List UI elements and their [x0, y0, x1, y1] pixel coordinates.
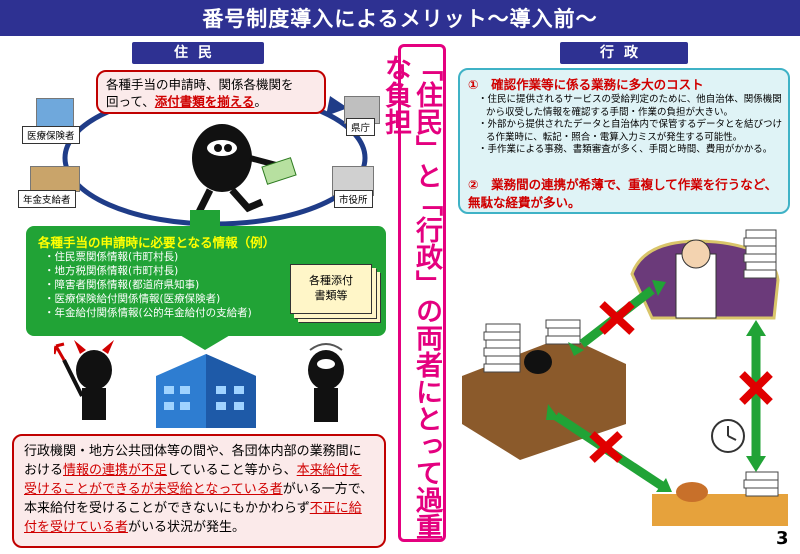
government-bullet: ・手作業による事務、書類審査が多く、手間と時間、費用がかかる。 [478, 144, 773, 155]
building-label-prefecture: 県庁 [346, 118, 376, 136]
residents-note-line2: 回って、添付書類を揃える。 [106, 93, 316, 110]
page-number: 3 [776, 528, 789, 549]
note-prefix: 回って、 [106, 94, 155, 109]
note-emphasis: 添付書類を揃える [154, 94, 255, 109]
info-item: ・医療保険給付関係情報(医療保険者) [44, 293, 221, 305]
bottom-desk-icon [652, 494, 788, 526]
hospital-building-icon [36, 98, 74, 130]
residents-header: 住民 [132, 42, 264, 64]
worried-person-icon [308, 343, 344, 422]
center-banner [398, 44, 446, 542]
pension-building-icon [30, 166, 80, 192]
docs-line2: 書類等 [314, 289, 348, 302]
info-item: ・住民票関係情報(市町村長) [44, 251, 179, 263]
running-resident-icon [192, 124, 297, 222]
government-point-2: ② 業務間の連携が希薄で、重複して作業を行うなど、無駄な経費が多い。 [468, 177, 778, 210]
bottom-emphasis-3: 不正に給付を受けている者 [24, 501, 362, 535]
docs-line1: 各種添付 [309, 274, 353, 287]
bottom-emphasis-1: 情報の連携が不足 [63, 463, 168, 478]
bottom-document-stack-icon [743, 471, 779, 497]
bottom-text-4: がいる一方で、本来給付を受けることができないにもかかわらず [24, 482, 374, 516]
residents-note-line1: 各種手当の申請時、関係各機関を [106, 77, 294, 92]
bottom-text-3: していること等から、 [167, 463, 297, 478]
page-title: 番号制度導入によるメリット～導入前～ [202, 7, 598, 31]
office-building-icon [156, 354, 256, 428]
building-label-insurer: 医療保険者 [22, 126, 80, 144]
tired-worker-icon [524, 350, 552, 374]
residents-note: 各種手当の申請時、関係各機関を 回って、添付書類を揃える。 [96, 70, 326, 114]
government-bullet: ・外部から提供されたデータと自治体内で保管するデータとを結びつける作業時に、転記… [478, 119, 783, 143]
problem-description: 行政機関・地方公共団体等の間や、各団体内部の業務間における情報の連携が不足してい… [12, 434, 386, 548]
attached-documents: 各種添付 書類等 [290, 264, 372, 314]
bottom-text-2: おける [24, 463, 64, 478]
devil-icon [54, 340, 114, 420]
required-info-title: 各種手当の申請時に必要となる情報（例） [38, 235, 276, 250]
required-info-list: ・住民票関係情報(市町村長) ・地方税関係情報(市町村長) ・障害者関係情報(都… [44, 250, 252, 320]
note-suffix: 。 [254, 94, 267, 109]
info-item: ・障害者関係情報(都道府県知事) [44, 279, 200, 291]
building-label-pension: 年金支給者 [18, 190, 76, 208]
bottom-text-1: 行政機関・地方公共団体等の間や、各団体内部の業務間に [24, 444, 362, 459]
exhausted-worker-icon [676, 482, 708, 502]
bottom-emphasis-2: 本来給付を受けることができるが未受給となっている者 [24, 463, 362, 497]
building-label-cityhall: 市役所 [334, 190, 373, 208]
government-issues-box [458, 68, 790, 214]
document-stack-icon [743, 229, 777, 279]
left-document-stack-icon [483, 319, 581, 373]
government-bullets: ・住民に提供されるサービスの受給判定のために、他自治体、関係機関から収受した情報… [478, 94, 784, 157]
title-bar [0, 0, 800, 36]
overworked-offices-illustration [462, 229, 788, 526]
info-item: ・地方税関係情報(市町村長) [44, 265, 179, 277]
info-item: ・年金給付関係情報(公的年金給付の支給者) [44, 307, 252, 319]
government-point-1: ① 確認作業等に係る業務に多大のコスト [468, 77, 704, 92]
bottom-text-5: がいる状況が発生。 [128, 520, 246, 535]
government-header: 行政 [560, 42, 688, 64]
government-bullet: ・住民に提供されるサービスの受給判定のために、他自治体、関係機関から収受した情報… [478, 94, 782, 118]
broken-link-cross-icon [589, 301, 773, 463]
center-banner-text: 「住民」と「行政」の両者にとって過重な負担 [380, 54, 442, 540]
